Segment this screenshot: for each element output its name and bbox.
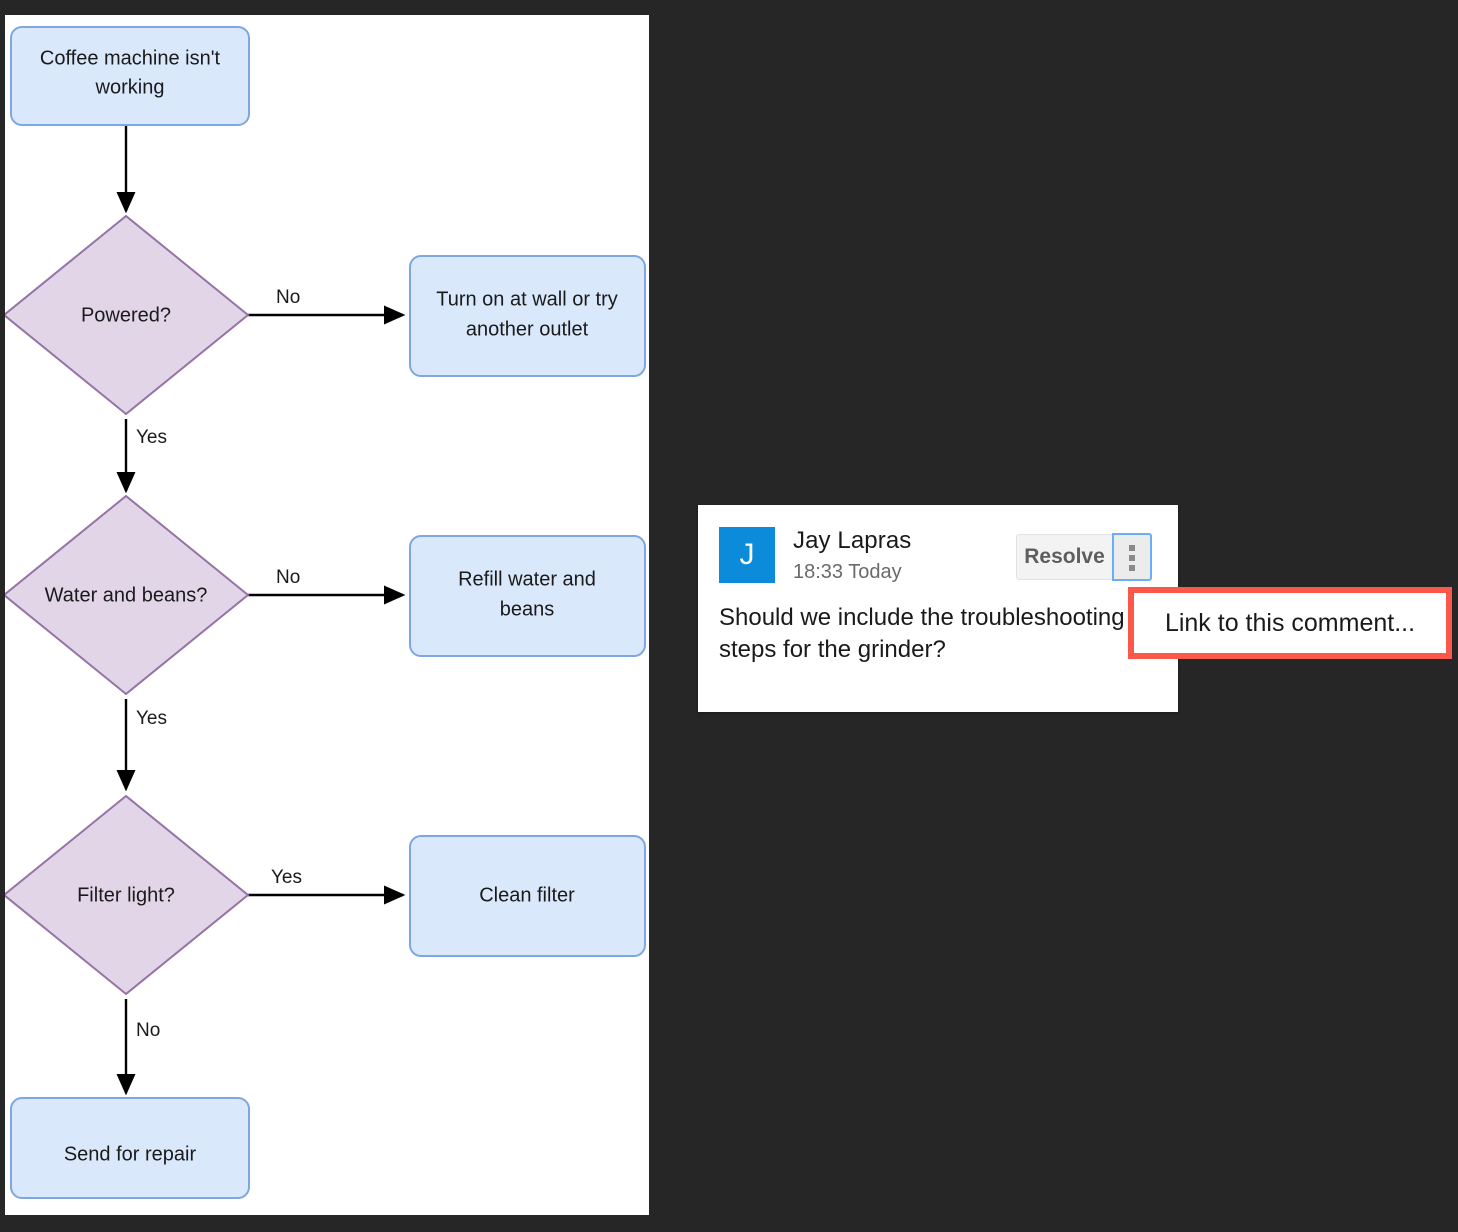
- node-decision-water-label: Water and beans?: [45, 584, 208, 606]
- node-action-repair[interactable]: [10, 1097, 250, 1199]
- comment-overflow-menu-button[interactable]: [1112, 533, 1152, 581]
- comment-author: Jay Lapras: [793, 527, 912, 554]
- kebab-dot-icon: [1129, 565, 1135, 571]
- kebab-dot-icon: [1129, 545, 1135, 551]
- node-action-clean-label: Clean filter: [479, 884, 575, 906]
- node-start-label-line1: Coffee machine isn't: [40, 47, 221, 69]
- menu-item-link-to-this-comment[interactable]: Link to this comment...: [1128, 587, 1452, 659]
- comment-body-text: Should we include the troubleshooting st…: [719, 604, 1125, 663]
- node-decision-filter-label: Filter light?: [77, 884, 175, 906]
- edge-label-water-no: No: [276, 567, 300, 588]
- node-action-power-label-line1: Turn on at wall or try: [436, 288, 618, 310]
- node-action-clean[interactable]: [409, 835, 646, 957]
- kebab-dot-icon: [1129, 555, 1135, 561]
- edge-label-filter-no: No: [136, 1020, 160, 1041]
- node-start-label-line2: working: [95, 76, 165, 98]
- node-decision-filter[interactable]: [5, 794, 250, 996]
- comment-panel[interactable]: J Jay Lapras 18:33 Today Resolve Should …: [698, 505, 1178, 712]
- menu-item-label: Link to this comment...: [1164, 608, 1416, 637]
- edge-label-powered-yes: Yes: [136, 427, 167, 448]
- node-action-power[interactable]: [409, 255, 646, 377]
- node-action-refill-label-line2: beans: [500, 598, 555, 620]
- comment-timestamp: 18:33 Today: [793, 561, 902, 583]
- node-action-refill-label-line1: Refill water and: [458, 568, 596, 590]
- flowchart-svg: Coffee machine isn't working Powered? No…: [5, 26, 646, 1199]
- node-action-refill[interactable]: [409, 535, 646, 657]
- node-action-power-label-line2: another outlet: [466, 318, 589, 340]
- comment-header: J Jay Lapras 18:33 Today Resolve: [698, 505, 1178, 587]
- diagram-canvas[interactable]: Coffee machine isn't working Powered? No…: [5, 15, 649, 1215]
- node-start[interactable]: [10, 26, 250, 126]
- node-decision-powered[interactable]: [5, 214, 250, 416]
- edge-label-powered-no: No: [276, 287, 300, 308]
- edge-label-water-yes: Yes: [136, 708, 167, 729]
- resolve-button[interactable]: Resolve: [1016, 534, 1112, 580]
- avatar: J: [719, 527, 775, 583]
- node-decision-powered-label: Powered?: [81, 304, 171, 326]
- edge-label-filter-yes: Yes: [271, 867, 302, 888]
- node-decision-water[interactable]: [5, 494, 250, 696]
- node-action-repair-label: Send for repair: [64, 1143, 197, 1165]
